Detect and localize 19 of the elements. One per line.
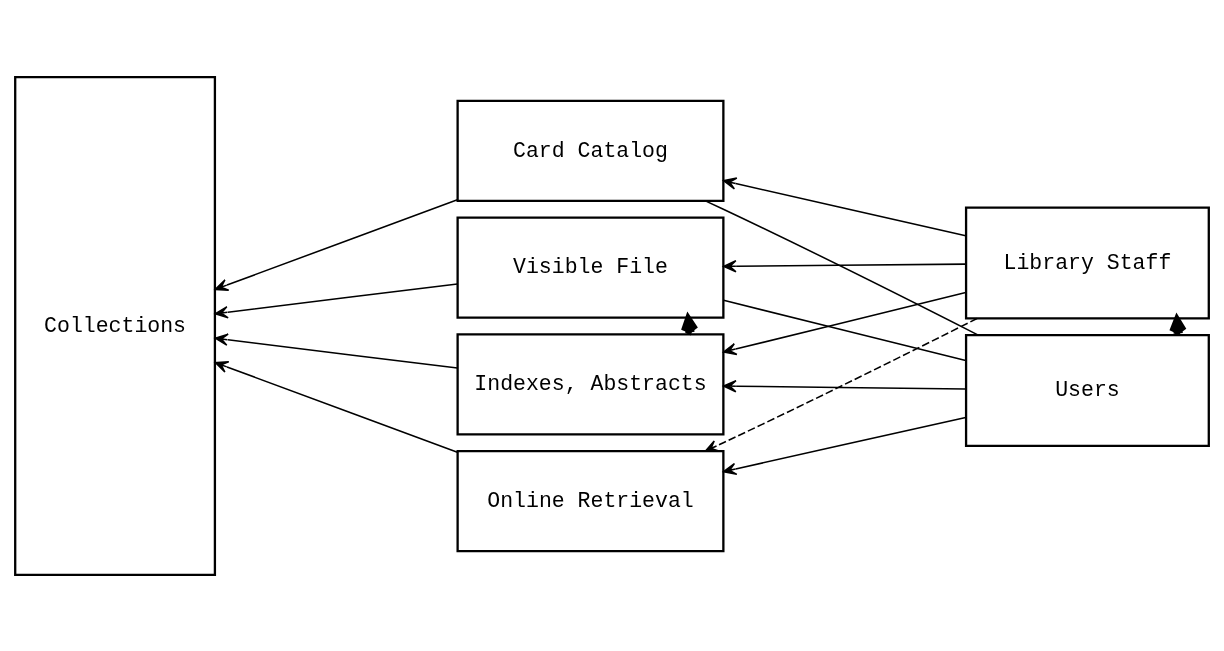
arrow bbox=[214, 198, 459, 291]
arrow bbox=[704, 317, 978, 452]
arrow bbox=[722, 291, 967, 355]
connector bbox=[722, 299, 967, 361]
arrow bbox=[214, 282, 459, 319]
node-box: Library Staff bbox=[964, 206, 1210, 319]
arrow bbox=[722, 176, 967, 236]
node-box: Indexes, Abstracts bbox=[456, 332, 725, 435]
node-box: Visible File bbox=[456, 216, 725, 319]
arrow bbox=[214, 332, 459, 369]
arrow bbox=[722, 259, 967, 273]
arrow bbox=[722, 379, 967, 392]
connector bbox=[704, 199, 980, 336]
node-box: Card Catalog bbox=[456, 99, 725, 202]
node-box: Users bbox=[964, 333, 1210, 447]
node-box: Online Retrieval bbox=[456, 449, 725, 552]
arrow bbox=[722, 416, 967, 475]
arrow bbox=[214, 360, 459, 453]
node-box: Collections bbox=[14, 75, 217, 576]
